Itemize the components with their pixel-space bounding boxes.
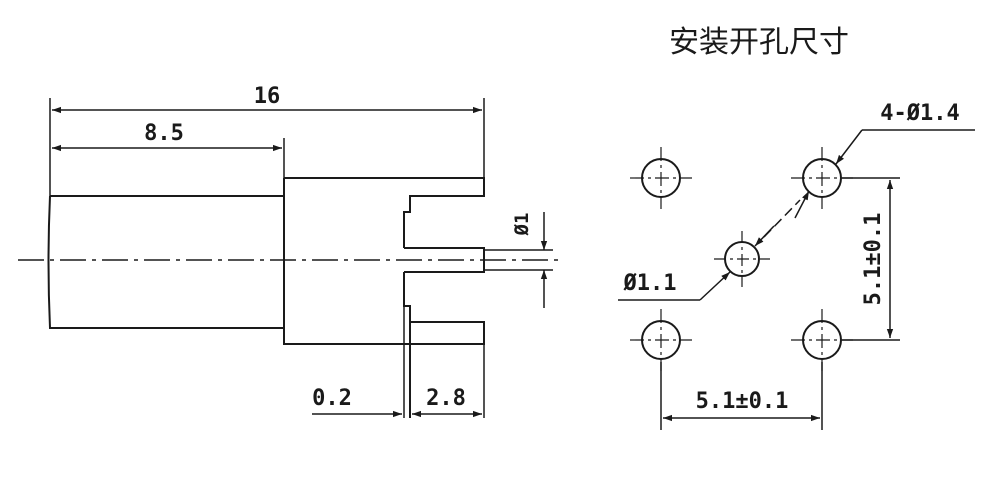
leader-hole-callout-inner [794,190,810,219]
dim-barrel-length: 8.5 [144,121,184,146]
dim-pin-diameter: Ø1 [511,213,533,237]
vertical-spacing: 5.1±0.1 [861,213,886,306]
connector-barrel [47,195,284,329]
connector-flange [283,177,485,345]
leader-center-hole-upper [754,225,775,247]
mounting-hole-top-left [630,147,692,209]
side-view: 16 8.5 Ø1 0.2 2.8 [18,84,560,418]
mounting-hole-bottom-right [791,309,853,371]
hole-callout: 4-Ø1.4 [880,101,959,126]
dim-pin-length: 2.8 [426,386,466,411]
mounting-pattern: 安装开孔尺寸 [618,25,975,430]
leader-hole-callout [835,129,863,165]
mounting-hole-bottom-left [630,309,692,371]
center-hole [714,231,770,287]
leader-center-hole [699,271,731,301]
dim-overall-length: 16 [254,84,281,109]
mounting-title: 安装开孔尺寸 [669,25,849,60]
center-hole-callout: Ø1.1 [623,271,677,296]
dim-gap: 0.2 [312,386,352,411]
horizontal-spacing: 5.1±0.1 [696,389,789,414]
